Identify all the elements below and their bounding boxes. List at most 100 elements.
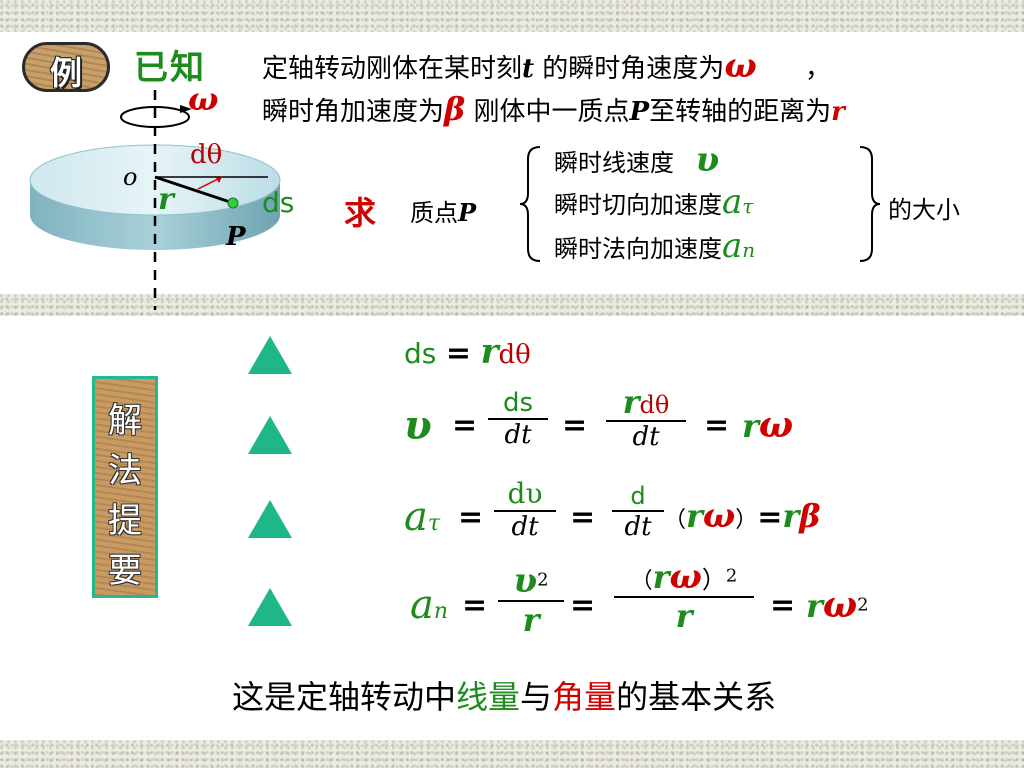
eq3-frac1-num: dυ [507, 477, 543, 510]
eq3-omega: ω [702, 496, 736, 536]
eq4-lhs-a: a [410, 582, 434, 628]
eq1-dtheta: dθ [498, 340, 531, 370]
eq2-lhs: υ [404, 402, 432, 449]
given-line-2: 瞬时角加速度为β 刚体中一质点P至转轴的距离为r [262, 90, 845, 128]
rotation-arrow-loop [120, 106, 190, 128]
left-brace [519, 146, 541, 262]
figure-ds-label: ds [262, 186, 295, 219]
eq4-frac1-upsilon: υ [513, 561, 538, 601]
bullet-triangle-1 [248, 336, 292, 374]
eq2-eq1: = [452, 408, 478, 443]
eq3-frac2: d dt [612, 484, 664, 540]
side-char-3: 提 [108, 501, 142, 541]
eq4-frac2-lparen: （ [630, 569, 653, 594]
eq2-frac2-dtheta: dθ [639, 391, 670, 419]
eq2-frac1-den: dt [504, 420, 532, 450]
eq4-frac1-den: r [522, 601, 540, 639]
eq2-eq2: = [562, 408, 588, 443]
eq4-frac2-num: （rω）2 [614, 560, 754, 594]
eq3-frac1-den: dt [511, 512, 539, 542]
eq4-lhs: an [410, 582, 448, 628]
eq4-eq2: = [570, 588, 596, 623]
right-brace [859, 146, 881, 262]
eq2-frac2-bar [606, 420, 686, 422]
find-subject-P: P [458, 198, 477, 227]
conclusion-part3: 的基本关系 [616, 678, 777, 716]
eq2-frac1: ds dt [488, 390, 548, 448]
eq3-lhs-a: a [404, 494, 428, 540]
eq4-frac2-sup: 2 [725, 565, 738, 587]
eq4-frac1-sup: 2 [537, 569, 549, 591]
eq4-eq1: = [462, 588, 488, 623]
find-item-1-symbol: υ [695, 140, 720, 180]
eq3-lparen: （ [664, 508, 687, 533]
middle-texture-band [0, 294, 1024, 316]
side-char-2: 法 [108, 451, 142, 491]
given-omega: ω [724, 46, 757, 86]
side-char-1: 解 [108, 401, 142, 441]
given-line-1: 定轴转动刚体在某时刻t 的瞬时角速度为ω ， [262, 46, 831, 86]
rotation-arrowhead [180, 105, 192, 113]
find-item-2-symbol: a [722, 182, 743, 222]
given-P: P [629, 97, 650, 127]
eq4-rhs: rω2 [806, 584, 869, 626]
eq2-frac1-bar [488, 418, 548, 420]
eq2-frac2-num: rdθ [606, 386, 686, 418]
eq3-rhs: （rω）=rβ [664, 496, 821, 536]
radius-line [154, 175, 234, 205]
eq3-frac1: dυ dt [494, 480, 556, 540]
eq3-eq2: = [570, 500, 596, 535]
eq4-frac1-bar [498, 600, 564, 602]
given-line-2-end: 至转轴的距离为 [649, 97, 832, 127]
equation-1: ds = rdθ [404, 332, 531, 372]
eq2-rhs-omega: ω [758, 404, 794, 446]
find-item-2-sub: τ [742, 194, 754, 218]
side-char-4: 要 [108, 551, 142, 591]
given-r: r [831, 97, 845, 127]
bottom-texture-band [0, 740, 1024, 768]
eq3-r2: r [782, 497, 800, 535]
bullet-triangle-2 [248, 416, 292, 454]
eq4-frac2-bar [614, 596, 754, 598]
eq2-frac1-num: ds [502, 388, 534, 418]
find-item-3: 瞬时法向加速度an [554, 226, 755, 266]
eq2-frac2-den: dt [632, 422, 660, 452]
find-subject: 质点P [410, 193, 476, 228]
find-item-2-text: 瞬时切向加速度 [554, 191, 722, 219]
eq4-frac1: υ2 r [498, 564, 564, 636]
eq3-frac1-bar [494, 510, 556, 512]
given-beta: β [444, 90, 466, 128]
eq4-frac2-rparen: ） [701, 566, 726, 594]
conclusion-part1: 这是定轴转动中 [232, 678, 457, 716]
top-texture-band [0, 0, 1024, 32]
eq4-frac1-num: υ2 [498, 564, 564, 598]
solution-side-label: 解 法 提 要 [92, 376, 158, 598]
point-P [227, 197, 239, 209]
example-badge: 例 [22, 42, 110, 92]
eq4-frac2-den: r [675, 597, 693, 635]
eq2-frac2: rdθ dt [606, 386, 686, 450]
eq2-eq3: = [704, 408, 730, 443]
given-line-2-text: 瞬时角加速度为 [262, 97, 445, 127]
find-item-3-symbol: a [722, 226, 743, 266]
eq4-rhs-sup: 2 [857, 594, 869, 616]
bullet-triangle-4 [248, 588, 292, 626]
eq4-rhs-omega: ω [822, 584, 858, 626]
eq3-lhs-sub: τ [427, 511, 441, 536]
figure-P-label: P [226, 222, 246, 252]
find-suffix: 的大小 [888, 196, 960, 224]
example-badge-text: 例 [49, 54, 82, 92]
eq3-frac2-den: dt [624, 512, 652, 542]
figure-dtheta-label: dθ [190, 140, 223, 170]
eq2-frac2-r: r [622, 383, 640, 421]
conclusion-part2: 与 [520, 678, 553, 716]
eq3-eq1: = [458, 500, 484, 535]
find-subject-text: 质点 [410, 199, 458, 227]
eq2-rhs-r: r [742, 407, 759, 445]
figure-r-label: r [158, 182, 174, 217]
conclusion: 这是定轴转动中线量与角量的基本关系 [232, 672, 776, 718]
eq3-rparen: ） [735, 508, 758, 533]
find-item-2: 瞬时切向加速度aτ [554, 182, 753, 222]
eq4-frac2-omega: ω [669, 557, 702, 597]
given-line-1-text: 定轴转动刚体在某时刻 [262, 54, 523, 84]
